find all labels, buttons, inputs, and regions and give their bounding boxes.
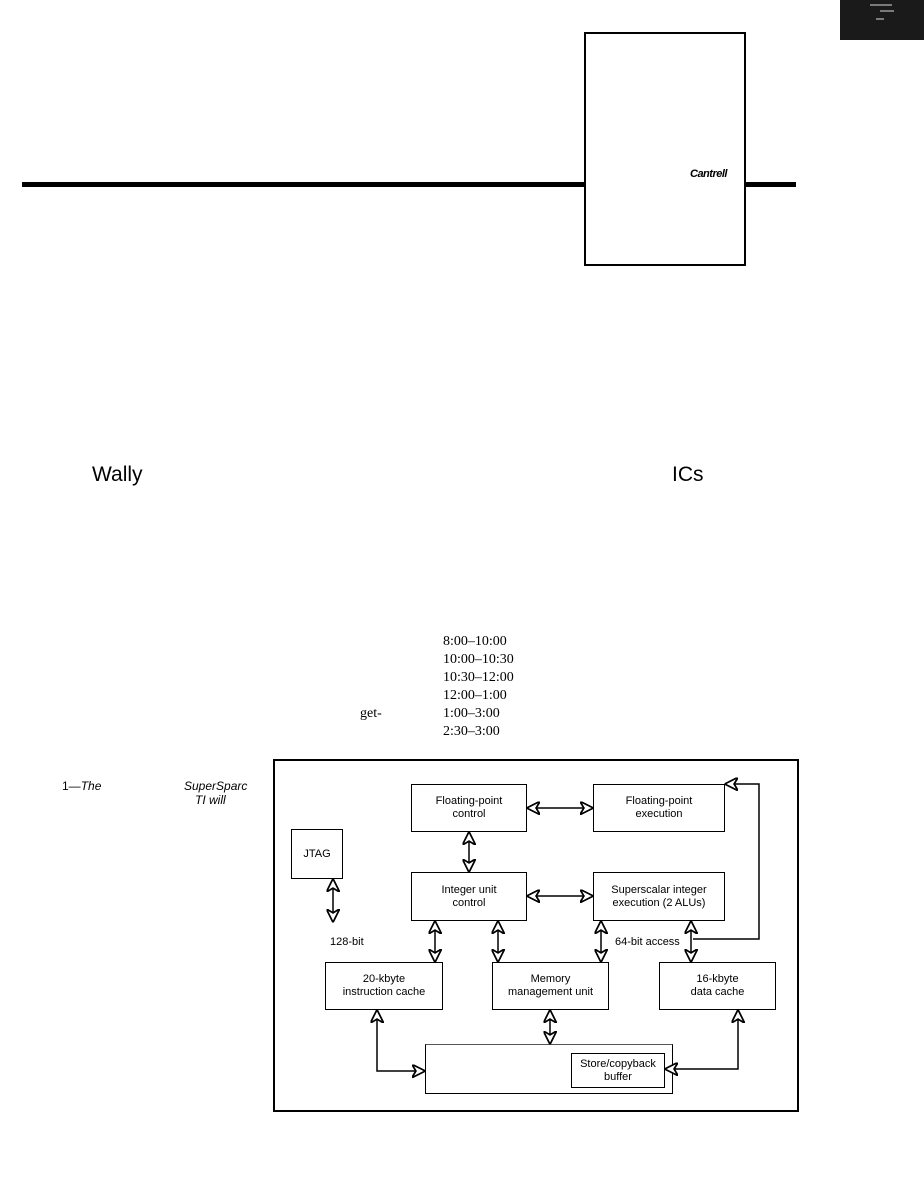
block-fp-control: Floating-point control [411, 784, 527, 832]
header-rule-right [744, 182, 796, 187]
schedule-time-5: 1:00–3:00 [443, 706, 500, 721]
author-name: Cantrell [690, 168, 727, 180]
body-word-ics: ICs [672, 463, 704, 486]
schedule-time-6: 2:30–3:00 [443, 724, 500, 739]
block-mmu: Memory management unit [492, 962, 609, 1010]
block-jtag: JTAG [291, 829, 343, 879]
schedule-time-2: 10:00–10:30 [443, 652, 514, 667]
figure-caption-line2: TI will [195, 793, 226, 807]
block-store-buffer: Store/copyback buffer [571, 1053, 665, 1088]
caption-word: The [80, 779, 102, 793]
sidebar-box [584, 32, 746, 266]
block-data-cache: 16-kbyte data cache [659, 962, 776, 1010]
block-instruction-cache: 20-kbyte instruction cache [325, 962, 443, 1010]
body-word-wally: Wally [92, 463, 143, 486]
schedule-time-3: 10:30–12:00 [443, 670, 514, 685]
arrow-loop-fpexec [693, 784, 760, 940]
label-128-bit: 128-bit [330, 936, 364, 948]
header-rule-left [22, 182, 584, 187]
schedule-time-1: 8:00–10:00 [443, 634, 507, 649]
schedule-get-fragment: get- [360, 706, 382, 721]
arrow-dcache-bus [666, 1011, 738, 1069]
arrow-icache-bus [377, 1011, 424, 1071]
schedule-time-4: 12:00–1:00 [443, 688, 507, 703]
block-diagram-frame: Floating-point control Floating-point ex… [273, 759, 799, 1112]
caption-product: SuperSparc [184, 779, 248, 793]
label-64-bit-access: 64-bit access [615, 936, 680, 948]
block-integer-control: Integer unit control [411, 872, 527, 921]
block-superscalar: Superscalar integer execution (2 ALUs) [593, 872, 725, 921]
corner-scan-mark [840, 0, 924, 40]
caption-prefix: 1— [62, 779, 81, 793]
diagram-connectors [275, 761, 760, 1110]
figure-caption-line1: 1—The [62, 779, 101, 793]
block-fp-execution: Floating-point execution [593, 784, 725, 832]
